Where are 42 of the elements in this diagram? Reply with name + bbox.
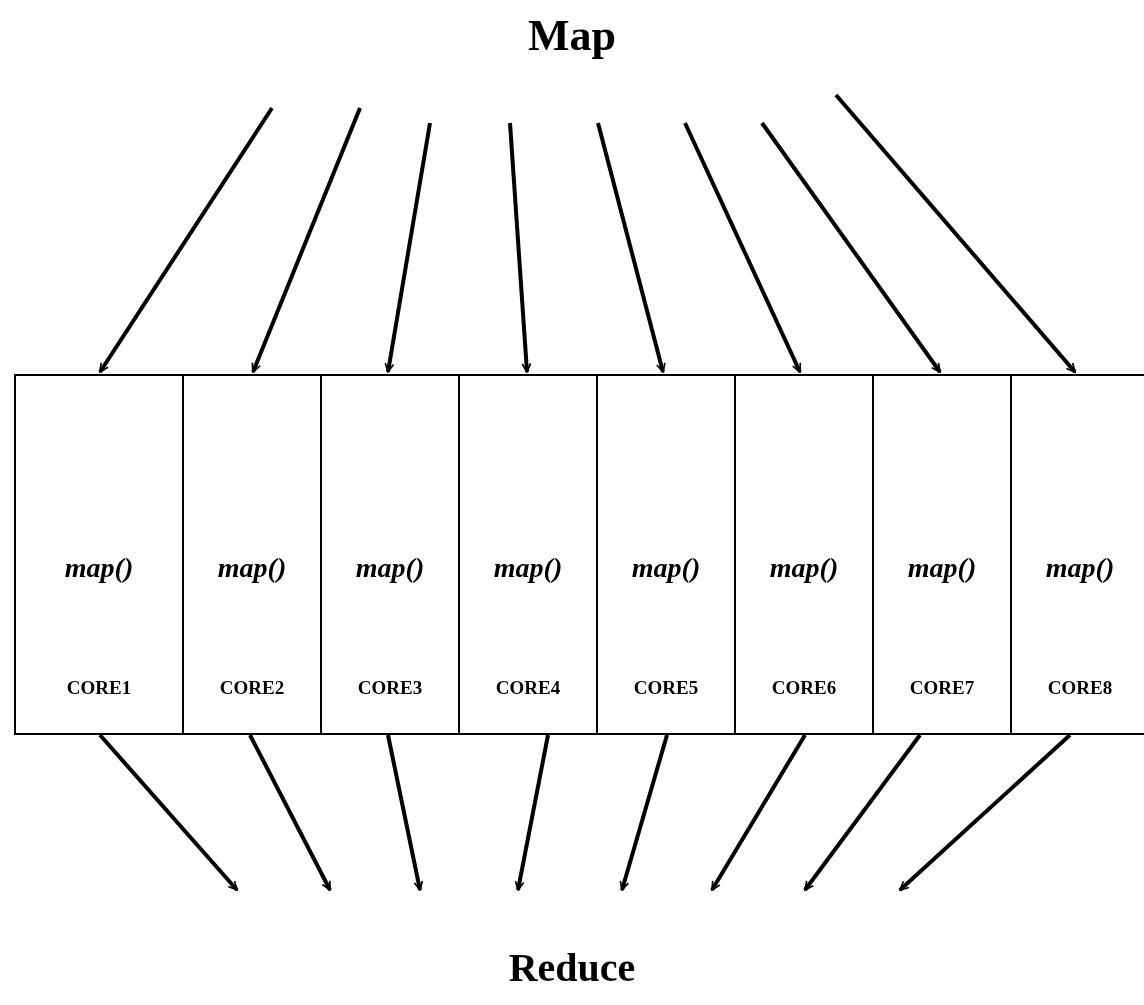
arrow: [508, 122, 532, 373]
function-label: map(): [1044, 554, 1116, 582]
core-box: [596, 374, 736, 735]
arrow: [803, 733, 922, 892]
arrow: [98, 733, 239, 892]
core-label: CORE5: [632, 678, 700, 697]
core-label: CORE6: [770, 678, 838, 697]
arrow: [760, 121, 942, 374]
arrow: [619, 734, 669, 891]
core-box: [320, 374, 460, 735]
function-label: map(): [216, 554, 288, 582]
function-label: map(): [906, 554, 978, 582]
function-label: map(): [354, 554, 426, 582]
arrow: [248, 734, 332, 891]
arrow: [834, 93, 1077, 374]
arrow: [384, 122, 432, 373]
arrow: [683, 122, 802, 373]
stage-label: Reduce: [507, 948, 637, 988]
core-label: CORE2: [218, 678, 286, 697]
arrow: [596, 122, 666, 373]
core-box: [182, 374, 322, 735]
core-box: [1010, 374, 1144, 735]
arrow: [386, 734, 424, 891]
arrow: [710, 733, 807, 892]
arrow: [251, 107, 362, 373]
title: Map: [527, 14, 617, 58]
function-label: map(): [630, 554, 702, 582]
arrow: [98, 106, 274, 374]
core-label: CORE4: [494, 678, 562, 697]
function-label: map(): [492, 554, 564, 582]
core-box: [872, 374, 1012, 735]
core-label: CORE3: [356, 678, 424, 697]
core-box: [734, 374, 874, 735]
function-label: map(): [63, 554, 135, 582]
core-label: CORE7: [908, 678, 976, 697]
core-box: [458, 374, 598, 735]
function-label: map(): [768, 554, 840, 582]
core-label: CORE1: [65, 678, 133, 697]
arrow: [898, 733, 1072, 892]
core-box: [14, 374, 184, 735]
core-label: CORE8: [1046, 678, 1114, 697]
arrow: [514, 734, 550, 891]
